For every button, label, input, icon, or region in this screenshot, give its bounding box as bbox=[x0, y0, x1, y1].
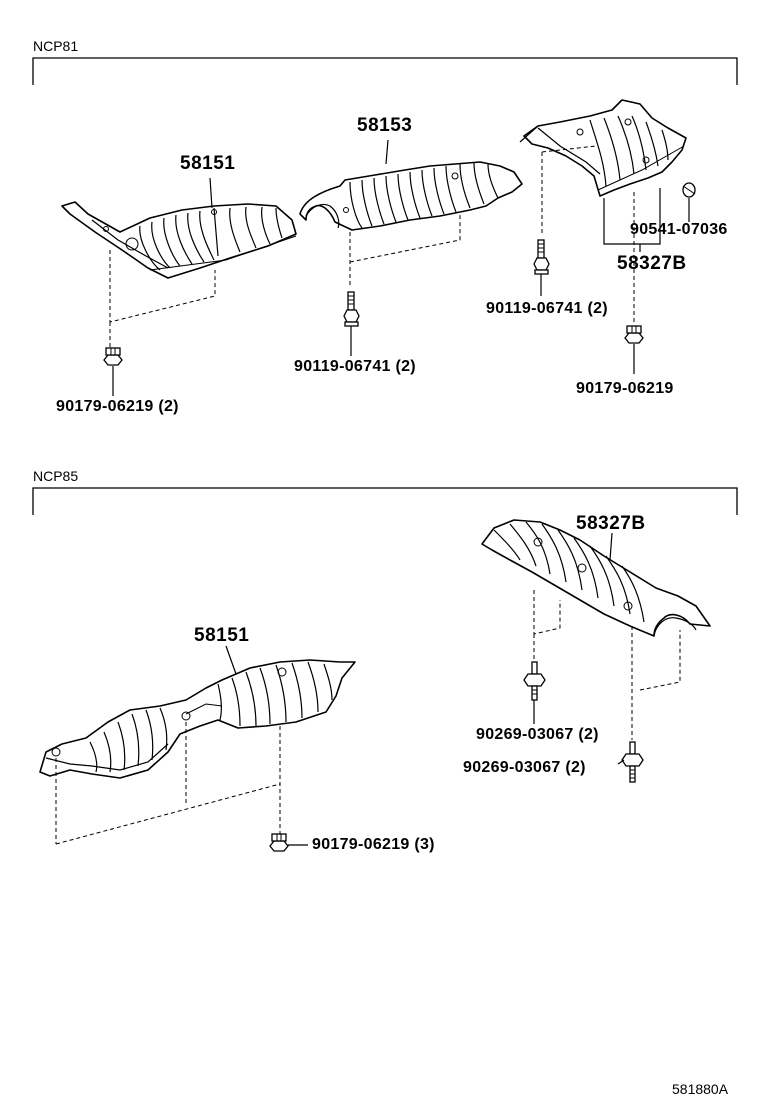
figure-id: 581880A bbox=[672, 1081, 729, 1097]
fastener-90269-label-2: 90269-03067 (2) bbox=[463, 759, 586, 776]
ncp81-grommet-icon bbox=[682, 182, 696, 198]
ncp81-section-label: NCP81 bbox=[33, 38, 79, 54]
part-58327b-label-2: 58327B bbox=[576, 513, 646, 534]
ncp85-stud-bolt-icon bbox=[523, 661, 546, 701]
ncp85-58151-heat-insulator bbox=[39, 659, 356, 779]
ncp85-58327b-heat-insulator bbox=[481, 519, 711, 637]
fastener-90179-label-2: 90179-06219 (2) bbox=[56, 398, 179, 415]
ncp81-section-bracket bbox=[32, 57, 738, 85]
part-58151-label: 58151 bbox=[180, 153, 236, 174]
part-58153-label: 58153 bbox=[357, 115, 413, 136]
ncp81-bolt-icon-2 bbox=[533, 239, 550, 275]
ncp81-58151-heat-insulator bbox=[61, 201, 297, 279]
ncp81-flange-nut-icon-2 bbox=[624, 325, 644, 344]
fastener-90119-label: 90119-06741 (2) bbox=[486, 300, 608, 317]
part-58151-label-2: 58151 bbox=[194, 625, 250, 646]
ncp81-58153-heat-insulator bbox=[299, 161, 523, 231]
ncp81-bolt-icon bbox=[343, 291, 360, 327]
ncp85-section-bracket bbox=[32, 487, 738, 515]
fastener-90541-label: 90541-07036 bbox=[630, 221, 728, 238]
fastener-90119-label-2: 90119-06741 (2) bbox=[294, 358, 416, 375]
ncp81-flange-nut-icon bbox=[103, 347, 123, 366]
ncp85-section-label: NCP85 bbox=[33, 468, 79, 484]
fastener-90269-label: 90269-03067 (2) bbox=[476, 726, 599, 743]
fastener-90179-label-3: 90179-06219 (3) bbox=[312, 836, 435, 853]
part-58327b-label: 58327B bbox=[617, 253, 687, 274]
ncp85-flange-nut-icon bbox=[269, 833, 289, 852]
ncp81-58327b-heat-insulator bbox=[523, 99, 687, 197]
ncp85-stud-bolt-icon-2 bbox=[621, 741, 644, 783]
fastener-90179-label: 90179-06219 bbox=[576, 380, 674, 397]
